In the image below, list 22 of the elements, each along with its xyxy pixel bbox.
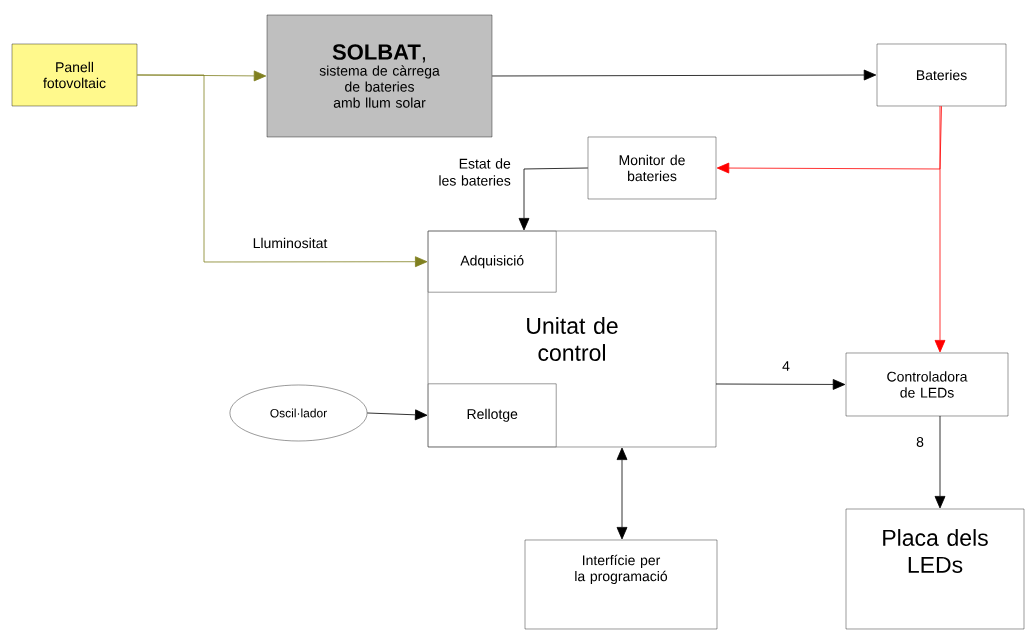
bus-width-label: 8: [916, 437, 924, 447]
edge-label: Lluminositat: [253, 237, 328, 249]
arrow: [136, 74, 428, 268]
arrow: [934, 415, 946, 509]
component-box: Panell fotovoltaic: [11, 43, 138, 107]
board-box: Placa dels LEDs: [845, 508, 1025, 630]
interface-box: Interfície per la programació: [524, 539, 718, 630]
bus-width-label: 4: [782, 361, 790, 371]
arrow: [715, 379, 846, 390]
component-box: Bateries: [876, 43, 1007, 107]
system-box: SOLBAT, sistema de càrrega de bateries amb llum solar: [266, 14, 493, 138]
arrow: [934, 105, 946, 353]
component-box: Monitor de bateries: [587, 136, 717, 200]
module-box: Rellotge: [428, 383, 557, 447]
component-box: Controladora de LEDs: [845, 352, 1009, 417]
arrow: [616, 447, 628, 540]
arrow: [716, 105, 942, 174]
edge-label: Estat de les bateries: [439, 158, 511, 186]
arrow: [518, 167, 589, 231]
arrow: [366, 409, 428, 421]
arrow: [491, 69, 877, 81]
module-box: Adquisició: [428, 231, 557, 293]
